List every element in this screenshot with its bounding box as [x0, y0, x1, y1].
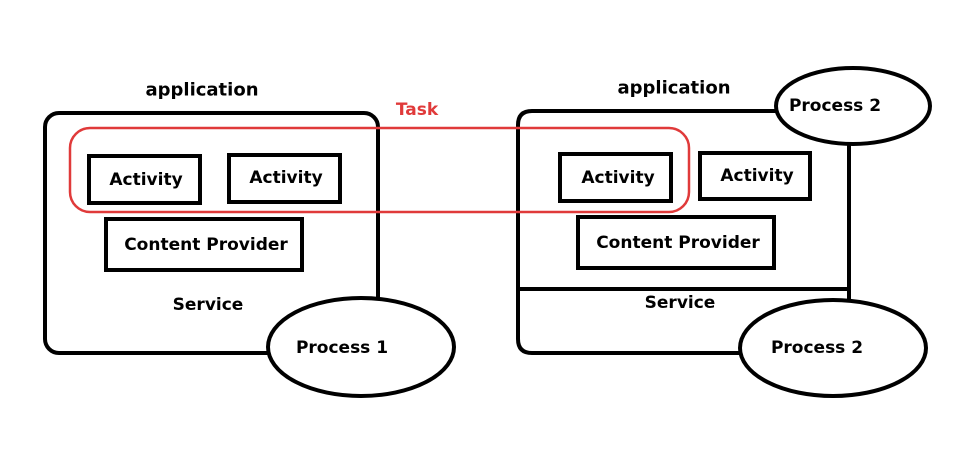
right-top-process-ellipse — [774, 66, 932, 146]
left-activity-2-label: Activity — [249, 168, 323, 188]
left-content-provider-label: Content Provider — [124, 235, 288, 255]
left-activity-2-box — [227, 153, 342, 204]
left-activity-1-box — [87, 154, 202, 205]
left-activity-1-label: Activity — [109, 170, 183, 190]
right-service-label: Service — [644, 293, 716, 313]
left-process-ellipse — [266, 296, 456, 398]
right-activity-1-box — [558, 152, 673, 203]
right-application-title: application — [617, 77, 731, 99]
left-service-label: Service — [172, 295, 244, 315]
right-activity-2-box — [698, 151, 812, 201]
right-bottom-process-label: Process 2 — [770, 338, 864, 358]
right-activity-1-label: Activity — [581, 168, 655, 188]
right-content-provider-box — [576, 215, 776, 270]
left-process-label: Process 1 — [295, 338, 389, 358]
left-application-box — [43, 111, 380, 355]
right-bottom-process-ellipse — [738, 298, 928, 398]
right-content-provider-label: Content Provider — [596, 233, 760, 253]
right-application-box — [516, 109, 778, 355]
task-label: Task — [395, 100, 439, 120]
task-boundary — [68, 126, 691, 214]
left-application-title: application — [145, 79, 259, 101]
right-top-process-label: Process 2 — [788, 96, 882, 116]
left-content-provider-box — [104, 217, 304, 272]
right-activity-2-label: Activity — [720, 166, 794, 186]
